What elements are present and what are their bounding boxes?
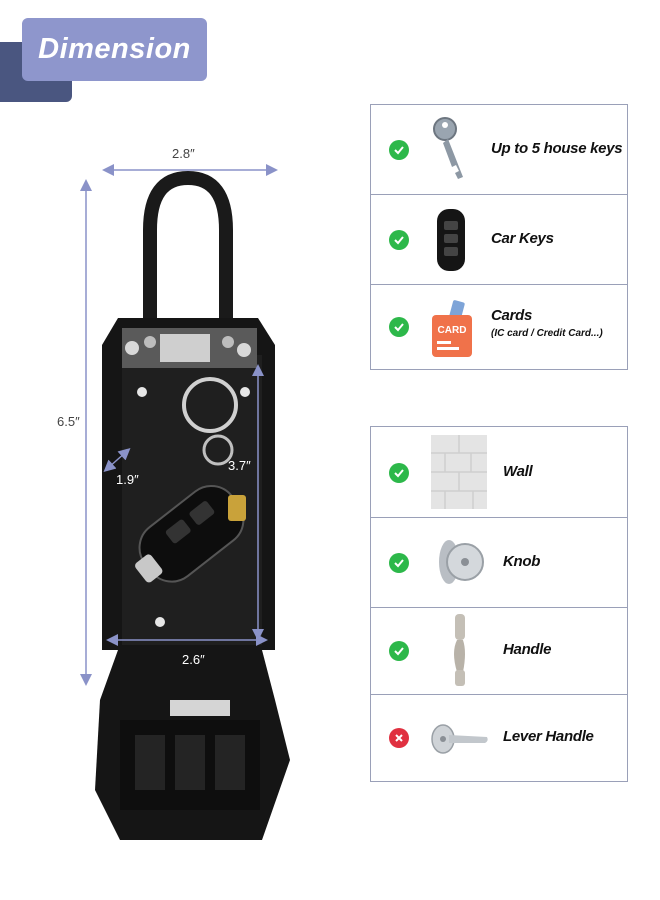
capacity-label: Up to 5 house keys bbox=[491, 140, 623, 157]
dimension-banner: Dimension bbox=[22, 18, 207, 81]
bottom-width-label: 2.6″ bbox=[182, 652, 205, 667]
card-icon: CARD bbox=[432, 300, 472, 357]
height-label: 6.5″ bbox=[57, 414, 80, 429]
depth-label: 1.9″ bbox=[116, 472, 139, 487]
mount-label: Wall bbox=[503, 463, 533, 480]
wall-texture-icon bbox=[431, 435, 487, 509]
car-key bbox=[135, 484, 245, 583]
check-icon bbox=[389, 463, 409, 483]
mount-row-handle: Handle bbox=[371, 608, 627, 695]
capacity-row-car-keys: Car Keys bbox=[371, 195, 627, 285]
mounting-panel: Wall Knob Handle Lever Han bbox=[370, 426, 628, 782]
car-remote-icon bbox=[437, 209, 465, 271]
check-icon bbox=[389, 641, 409, 661]
capacity-row-cards: CARD Cards (IC card / Credit Card...) bbox=[371, 285, 627, 369]
capacity-panel: Up to 5 house keys Car Keys CARD Cards (… bbox=[370, 104, 628, 370]
capacity-label: Cards bbox=[491, 307, 533, 324]
check-icon bbox=[389, 317, 409, 337]
top-width-label: 2.8″ bbox=[172, 146, 195, 161]
lever-handle-icon bbox=[431, 724, 488, 754]
capacity-sublabel: (IC card / Credit Card...) bbox=[491, 328, 603, 339]
mount-label: Handle bbox=[503, 641, 552, 658]
depth-line bbox=[103, 448, 131, 472]
shackle bbox=[143, 170, 233, 320]
door-knob-icon bbox=[439, 540, 484, 584]
small-padlock bbox=[228, 495, 246, 521]
capacity-label: Car Keys bbox=[491, 230, 554, 247]
mount-label: Lever Handle bbox=[503, 728, 594, 745]
capacity-row-house-keys: Up to 5 house keys bbox=[371, 105, 627, 195]
cross-icon bbox=[389, 728, 409, 748]
mount-row-knob: Knob bbox=[371, 518, 627, 608]
card-text: CARD bbox=[438, 325, 467, 336]
mount-row-wall: Wall bbox=[371, 427, 627, 518]
key-ring bbox=[182, 377, 238, 433]
banner-title: Dimension bbox=[38, 33, 191, 65]
check-icon bbox=[389, 140, 409, 160]
key-lock-box-illustration bbox=[80, 164, 290, 840]
inner-height-label: 3.7″ bbox=[228, 458, 251, 473]
key-icon bbox=[433, 117, 463, 179]
door-handle-icon bbox=[454, 614, 465, 686]
check-icon bbox=[389, 553, 409, 573]
mount-row-lever-handle: Lever Handle bbox=[371, 695, 627, 781]
mount-label: Knob bbox=[503, 553, 541, 570]
check-icon bbox=[389, 230, 409, 250]
